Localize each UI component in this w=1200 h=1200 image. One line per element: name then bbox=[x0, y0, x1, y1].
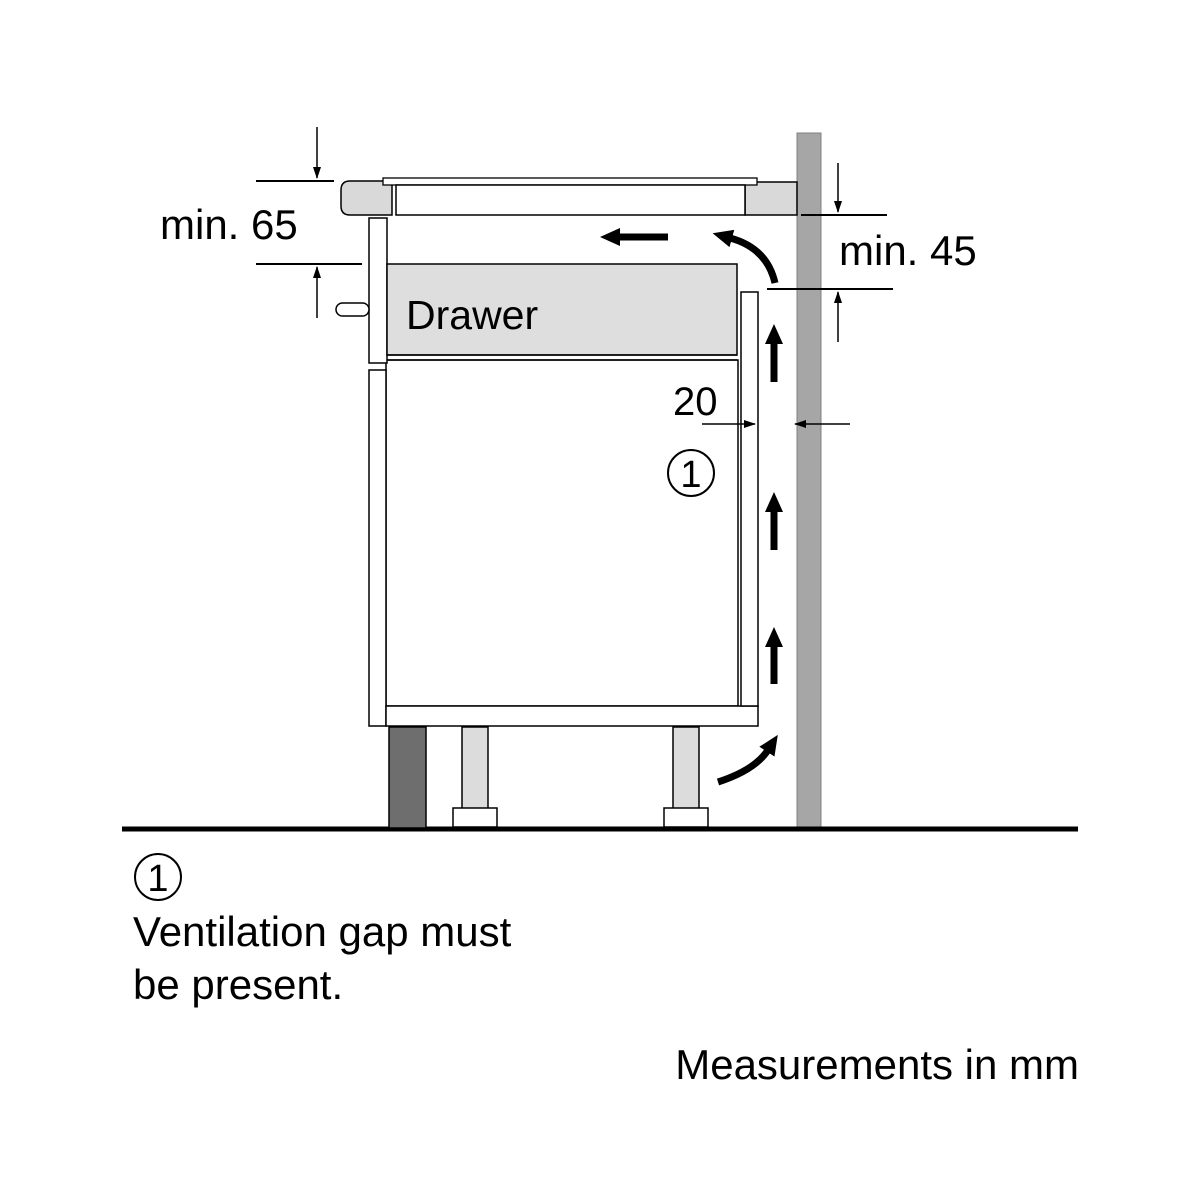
legend-note-line1: Ventilation gap must bbox=[133, 908, 512, 955]
plinth bbox=[388, 726, 427, 829]
legend-note-line2: be present. bbox=[133, 961, 343, 1008]
label-min-45: min. 45 bbox=[839, 227, 977, 274]
legend-marker-1: 1 bbox=[134, 853, 182, 901]
marker-1-number: 1 bbox=[680, 454, 701, 496]
airflow-arrows bbox=[600, 228, 783, 786]
drawer-handle bbox=[335, 302, 370, 317]
label-20: 20 bbox=[673, 380, 718, 424]
legend-marker-number: 1 bbox=[147, 858, 168, 900]
dimension-min-65 bbox=[256, 127, 362, 318]
label-drawer: Drawer bbox=[406, 292, 538, 338]
wall bbox=[796, 132, 822, 830]
hob bbox=[340, 177, 798, 216]
drawer bbox=[368, 217, 738, 364]
measurements-note: Measurements in mm bbox=[675, 1041, 1079, 1088]
marker-1: 1 bbox=[667, 449, 715, 497]
dimension-min-45 bbox=[767, 163, 893, 342]
label-min-65: min. 65 bbox=[160, 201, 298, 248]
cabinet-legs bbox=[452, 726, 709, 828]
cabinet bbox=[368, 291, 759, 727]
